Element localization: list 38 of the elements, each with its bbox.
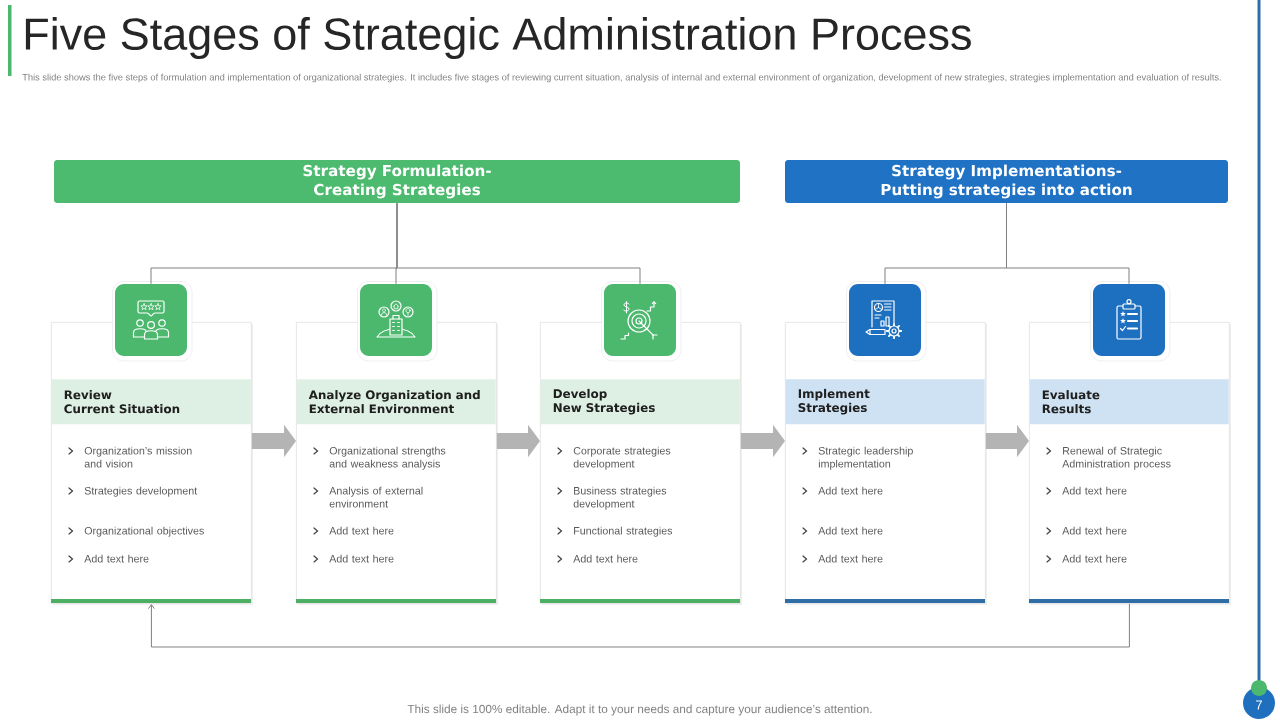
stage-heading: Analyze Organization and External Environment [296,379,496,425]
list-item: Add text here [818,554,883,563]
list-item: Corporate strategies development [573,446,671,470]
list-item: Organizational strengths and weakness analysis [329,446,446,470]
organization-icon [357,281,438,362]
slide-title: Five Stages of Strategic Administration Process [25,17,971,59]
list-item: Functional strategies [574,526,673,537]
checklist-icon [1090,281,1171,362]
list-item: Organizational objectives [84,526,204,537]
list-item: Strategic leadership implementation [818,446,913,470]
report-icon [846,281,927,362]
footer-note: This slide is 100% editable. Adapt it to your needs and capture your audience’s attention. [407,704,872,716]
list-item: Add text here [818,526,883,535]
list-item: Analysis of external environment [329,486,423,508]
stage-heading: Review Current Situation [51,379,251,425]
phase-banner: Strategy Formulation- Creating Strategies [54,160,740,203]
list-item: Add text here [818,486,883,495]
list-item: Organization’s mission and vision [84,446,192,468]
list-item: Add text here [1062,486,1127,495]
list-item: Strategies development [84,486,198,497]
team-feedback-icon [112,281,193,362]
stage-heading: Implement Strategies [785,379,985,425]
connector-line [396,202,641,285]
arrow [147,603,1130,648]
list-item: Add text here [1062,554,1127,563]
list-item: Add text here [1062,526,1127,535]
stage-heading: Develop New Strategies [540,379,740,425]
phase-banner: Strategy Implementations- Putting strategies into action [785,160,1228,203]
subtitle-text: This slide shows the five steps of formulation and implementation of organizational strategies. It includes five stages of reviewing current situation, analysis of internal and external environment of organization, development of new strategies, strategies implementation and evaluation of results. [22,73,1221,83]
connector-line [1006,202,1130,285]
list-item: Add text here [573,554,638,563]
list-item: Business strategies development [573,486,667,510]
target-icon [601,281,682,362]
list-item: Add text here [329,526,394,535]
list-item: Renewal of Strategic Administration process [1062,446,1171,470]
list-item: Add text here [84,554,149,563]
stage-heading: Evaluate Results [1029,379,1229,425]
list-item: Add text here [329,554,394,563]
